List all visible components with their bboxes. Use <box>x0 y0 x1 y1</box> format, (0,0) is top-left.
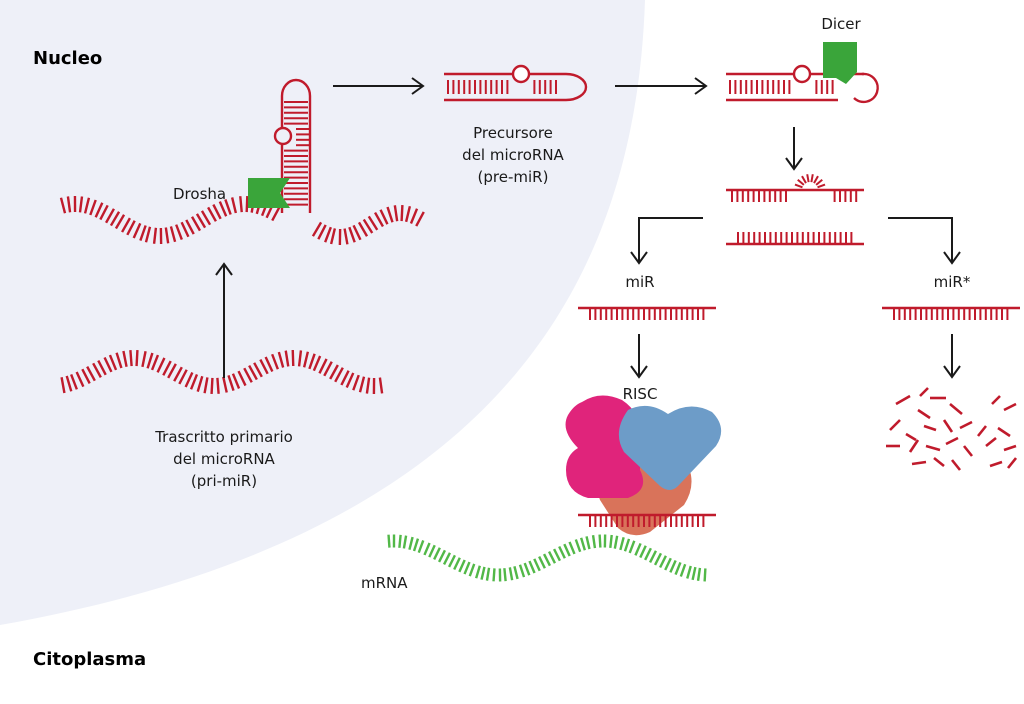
pre-mir-label-line3: (pre-miR) <box>478 168 549 186</box>
dicer-label: Dicer <box>821 15 861 33</box>
risc-blue-subunit <box>618 405 722 490</box>
cytoplasm-label: Citoplasma <box>33 649 146 670</box>
arrow-duplex-to-mir <box>630 217 703 265</box>
mir-star-strand <box>882 306 1020 320</box>
arrow-drosha-to-pre-mir <box>333 77 425 95</box>
arrow-pri-to-drosha <box>215 262 233 378</box>
mir-star-label: miR* <box>934 273 971 291</box>
mir-duplex <box>726 174 864 246</box>
arrow-pre-mir-to-dicer <box>615 77 708 95</box>
arrow-mir-star-to-degradation <box>943 334 961 379</box>
nucleus-region <box>0 0 645 625</box>
nucleus-label: Nucleo <box>33 48 102 69</box>
pre-mir-hairpin <box>444 64 588 102</box>
pre-mir-label-line2: del microRNA <box>462 146 564 164</box>
pre-mir-label-line1: Precursore <box>473 124 553 142</box>
pri-mir-label-line1: Trascritto primario <box>154 428 293 446</box>
drosha-enzyme <box>248 178 290 208</box>
pri-mir-strand <box>60 349 384 395</box>
mir-label: miR <box>625 273 654 291</box>
dicer-enzyme <box>823 42 857 84</box>
pri-mir-label-line3: (pri-miR) <box>191 472 257 490</box>
mrna-label: mRNA <box>361 574 408 592</box>
risc-bound-mir-strand <box>578 513 716 527</box>
drosha-label: Drosha <box>173 185 226 203</box>
degraded-mir-star-fragments <box>886 387 1018 471</box>
risc-label: RISC <box>623 385 658 403</box>
pri-mir-label-line2: del microRNA <box>173 450 275 468</box>
mrna-strand <box>387 534 707 582</box>
arrow-dicer-to-duplex <box>785 127 803 171</box>
pri-mir-hairpin-strand <box>59 78 425 246</box>
arrow-duplex-to-mir-star <box>888 217 961 265</box>
arrow-mir-to-risc <box>630 334 648 379</box>
mir-strand <box>578 306 716 320</box>
